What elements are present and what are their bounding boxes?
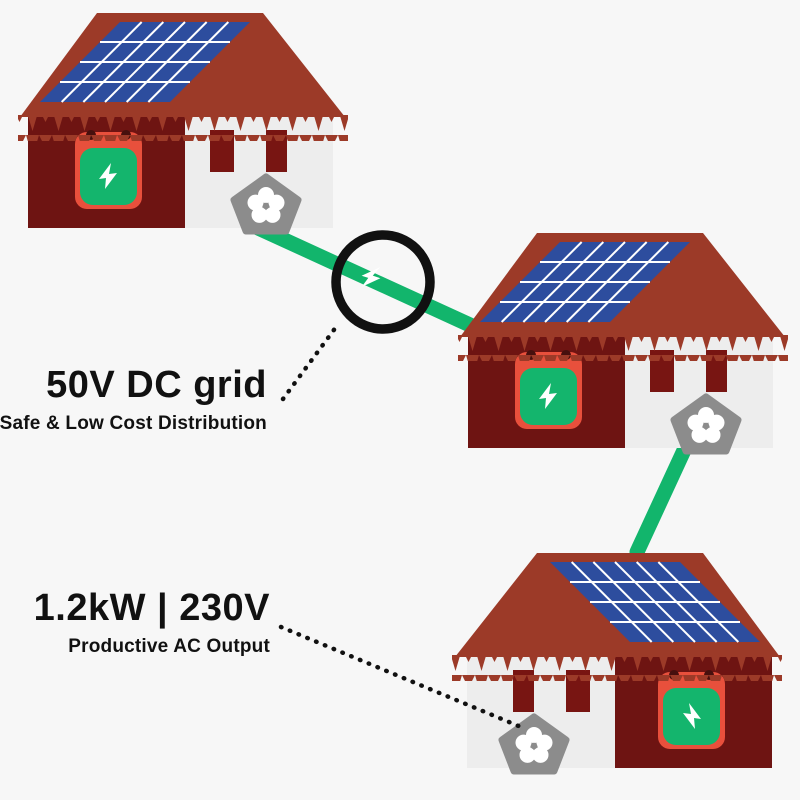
dc-grid-leader-dotted-line [280, 320, 342, 402]
ac-output-subtitle: Productive AC Output [68, 635, 270, 657]
power-line-marker-circle [331, 230, 435, 334]
dc-grid-title: 50V DC grid [46, 364, 267, 406]
house-3 [452, 553, 782, 771]
ac-output-leader-dotted-line [278, 624, 524, 730]
ac-output-title: 1.2kW | 230V [33, 587, 270, 629]
ac-output-label: 1.2kW | 230V Productive AC Output [33, 587, 270, 658]
house-2 [458, 233, 788, 451]
lightning-bolt-icon [361, 267, 381, 287]
power-line-house2-house3 [629, 438, 694, 560]
house-1 [18, 13, 348, 231]
dc-grid-label: 50V DC grid Safe & Low Cost Distribution [0, 364, 267, 435]
dc-grid-subtitle: Safe & Low Cost Distribution [0, 412, 267, 434]
